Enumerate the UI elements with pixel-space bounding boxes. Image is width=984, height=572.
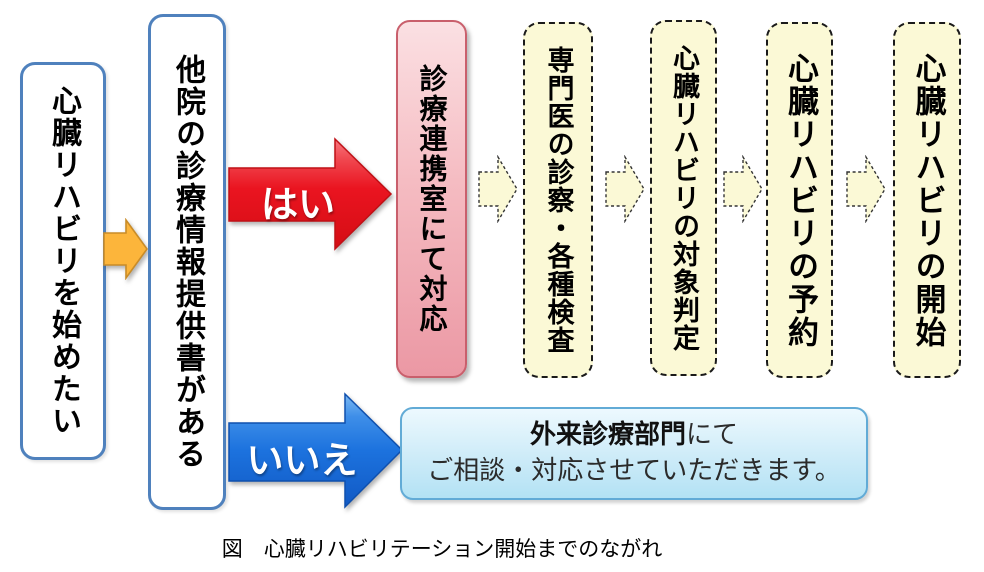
step-arrow-shape — [723, 155, 763, 223]
start-box-label: 心臓リハビリを始めたい — [46, 85, 81, 437]
no-result-box: 外来診療部門にて ご相談・対応させていただきます。 — [400, 407, 868, 500]
step-box-label: 心臓リハビリの開始 — [909, 51, 946, 349]
step-box-label: 心臓リハビリの予約 — [782, 51, 818, 349]
figure-caption: 図 心臓リハビリテーション開始までのながれ — [221, 537, 663, 561]
yes-arrow-shape — [228, 137, 393, 251]
step-arrow-shape — [478, 155, 518, 223]
no-arrow-label: いいえ — [246, 439, 358, 482]
yes-result-box: 診療連携室にて対応 — [396, 20, 467, 378]
no-result-emphasis: 外来診療部門 — [529, 420, 686, 451]
no-result-line2: ご相談・対応させていただきます。 — [427, 455, 841, 486]
step-box-reservation: 心臓リハビリの予約 — [766, 22, 833, 378]
step-arrow-icon — [478, 155, 518, 223]
yes-arrow-label: はい — [261, 183, 335, 226]
yes-arrow-icon — [228, 137, 393, 251]
yes-result-box-label: 診療連携室にて対応 — [415, 64, 449, 334]
step-box-eligibility: 心臓リハビリの対象判定 — [650, 20, 717, 376]
start-box: 心臓リハビリを始めたい — [20, 62, 106, 460]
step-arrow-icon — [723, 155, 763, 223]
step-box-exam: 専門医の診察・各種検査 — [523, 22, 593, 378]
condition-box: 他院の診療情報提供書がある — [148, 14, 226, 510]
step-box-label: 専門医の診察・各種検査 — [542, 46, 574, 354]
orange-arrow-shape — [103, 218, 148, 280]
no-result-suffix: にて — [686, 420, 739, 451]
step-arrow-icon — [605, 155, 645, 223]
step-box-start: 心臓リハビリの開始 — [893, 22, 961, 378]
no-result-line1: 外来診療部門にて — [530, 418, 738, 453]
step-arrow-shape — [605, 155, 645, 223]
orange-arrow-icon — [103, 218, 148, 280]
no-arrow-icon — [228, 392, 404, 509]
no-arrow-shape — [228, 392, 404, 509]
step-arrow-shape — [846, 155, 886, 223]
step-box-label: 心臓リハビリの対象判定 — [668, 44, 699, 352]
condition-box-label: 他院の診療情報提供書がある — [170, 54, 205, 470]
step-arrow-icon — [846, 155, 886, 223]
